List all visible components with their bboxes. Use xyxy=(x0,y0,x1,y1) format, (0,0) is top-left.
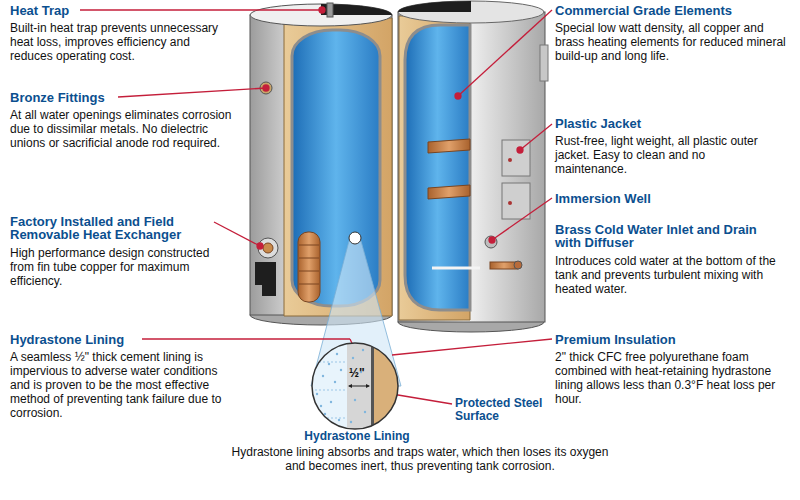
left-heater xyxy=(298,232,320,302)
caption-text: Hydrastone lining absorbs and traps wate… xyxy=(220,445,620,473)
right-heater xyxy=(508,158,512,162)
lining-cross-section xyxy=(364,411,366,413)
lining-cross-section xyxy=(374,342,399,430)
callout-text: A seamless ½" thick cement lining is imp… xyxy=(10,350,222,420)
right-heater xyxy=(508,201,512,205)
leader-lines xyxy=(257,243,263,249)
lining-cross-section xyxy=(315,418,345,419)
lining-cross-section xyxy=(338,419,340,421)
callout-heading: Factory Installed and Field Removable He… xyxy=(10,215,225,241)
leader-lines xyxy=(263,85,269,91)
lining-cross-section xyxy=(354,399,356,401)
lining-cross-section xyxy=(311,342,347,430)
lining-cross-section xyxy=(312,343,398,429)
lining-cross-section xyxy=(322,375,324,377)
callout-heading: Premium Insulation xyxy=(555,333,755,346)
right-heater xyxy=(398,1,548,332)
left-heater xyxy=(299,284,319,285)
right-heater xyxy=(432,267,480,270)
callout-text: Built-in heat trap prevents unnecessary … xyxy=(10,21,222,63)
lining-cross-section xyxy=(328,363,330,365)
leader-lines xyxy=(118,88,266,97)
leader-lines xyxy=(214,222,260,246)
lining-cross-section xyxy=(340,369,342,371)
leader-lines xyxy=(319,7,325,13)
left-heater xyxy=(258,238,278,258)
callout-heading: Bronze Fittings xyxy=(10,91,210,104)
callout-heading: Commercial Grade Elements xyxy=(555,4,795,17)
callout-text: High performance design constructed from… xyxy=(10,246,232,288)
leader-lines xyxy=(392,339,552,355)
callout-heading: Immersion Well xyxy=(555,192,755,205)
leader-lines xyxy=(489,237,495,243)
callout-text: At all water openings eliminates corrosi… xyxy=(10,108,232,150)
callout-text: Introduces cold water at the bottom of t… xyxy=(555,254,787,296)
lining-cross-section xyxy=(315,390,345,391)
right-heater xyxy=(398,1,471,12)
lining-cross-section xyxy=(371,342,374,430)
lining-cross-section xyxy=(336,353,338,355)
lining-cross-section xyxy=(330,401,332,403)
callout-text: 2" thick CFC free polyurethane foam comb… xyxy=(555,350,787,406)
left-heater xyxy=(299,258,319,259)
lining-cross-section xyxy=(320,405,322,407)
lining-cross-section xyxy=(348,384,352,388)
lining-cross-section xyxy=(311,342,399,430)
lining-cross-section xyxy=(316,393,318,395)
part-label: Hydrastone Lining xyxy=(297,430,417,443)
right-heater xyxy=(540,45,548,81)
leader-lines xyxy=(455,93,461,99)
right-heater xyxy=(428,185,470,199)
magnified-lining-circle: ½" xyxy=(311,342,399,430)
lining-cross-section xyxy=(318,355,320,357)
left-heater xyxy=(250,4,392,26)
leader-lines xyxy=(492,198,552,240)
left-heater xyxy=(299,245,319,246)
part-label: Protected Steel Surface xyxy=(455,397,555,423)
callout-text: Rust-free, light weight, all plastic out… xyxy=(555,134,770,176)
lining-cross-section xyxy=(347,342,371,430)
right-heater xyxy=(428,139,470,153)
lining-cross-section xyxy=(350,421,352,423)
leader-lines xyxy=(80,9,322,10)
leader-lines xyxy=(520,124,552,150)
right-heater xyxy=(502,183,530,219)
lining-cross-section xyxy=(366,384,370,388)
right-heater xyxy=(398,1,544,23)
callout-heading: Heat Trap xyxy=(10,4,210,17)
leader-lines xyxy=(458,10,552,96)
lining-cross-section xyxy=(362,349,364,351)
left-heater xyxy=(263,243,273,253)
left-heater xyxy=(284,18,392,316)
right-heater xyxy=(514,261,522,269)
callout-text: Special low watt density, all copper and… xyxy=(555,21,790,63)
lining-cross-section xyxy=(324,413,326,415)
right-heater xyxy=(398,12,545,322)
lining-cross-section xyxy=(334,381,336,383)
lining-cross-section xyxy=(311,342,399,430)
leader-lines xyxy=(517,147,523,153)
left-heater xyxy=(299,271,319,272)
callout-heading: Hydrastone Lining xyxy=(10,333,210,346)
left-heater xyxy=(255,262,276,296)
left-heater xyxy=(327,3,333,17)
leader-lines xyxy=(142,338,350,339)
right-heater xyxy=(399,16,470,320)
leader-lines xyxy=(80,7,552,404)
left-heater xyxy=(250,15,392,315)
lining-cross-section xyxy=(352,357,354,359)
callout-heading: Brass Cold Water Inlet and Drain with Di… xyxy=(555,223,760,249)
dimension-label: ½" xyxy=(349,366,365,380)
magnifier-cone xyxy=(349,232,361,244)
callout-heading: Plastic Jacket xyxy=(555,117,755,130)
